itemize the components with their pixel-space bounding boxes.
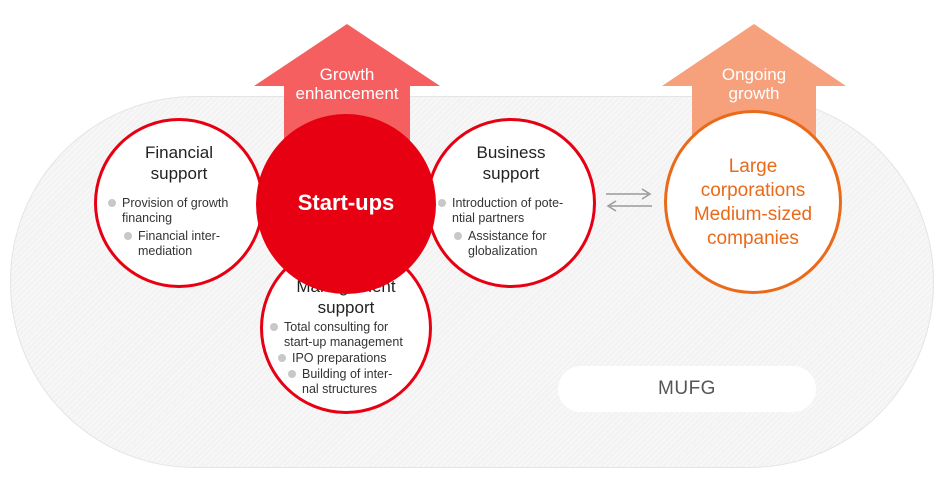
- list-item: IPO preparations: [278, 351, 430, 366]
- bullet-icon: [124, 232, 132, 240]
- business-support-title: Business support: [476, 143, 546, 183]
- startups-label: Start-ups: [297, 190, 395, 215]
- list-item: Financial inter- mediation: [124, 229, 258, 259]
- corporations-circle: [664, 110, 842, 294]
- financial-support-title: Financial support: [144, 143, 214, 183]
- business-support-list: Introduction of pote- ntial partners Ass…: [438, 196, 592, 262]
- bullet-icon: [108, 199, 116, 207]
- management-support-list: Total consulting for start-up management…: [270, 320, 430, 400]
- list-item: Introduction of pote- ntial partners: [438, 196, 592, 226]
- bullet-icon: [270, 323, 278, 331]
- bullet-icon: [454, 232, 462, 240]
- ongoing-growth-label: Ongoing growth: [721, 65, 787, 103]
- exchange-arrows-icon: [606, 188, 652, 212]
- growth-enhancement-label: Growth enhancement: [295, 65, 399, 103]
- list-item: Building of inter- nal structures: [288, 367, 430, 397]
- financial-support-circle: [94, 118, 264, 288]
- bullet-icon: [278, 354, 286, 362]
- list-item: Assistance for globalization: [454, 229, 592, 259]
- corporations-label: Large corporations Medium-sized companie…: [693, 156, 813, 249]
- mufg-badge: MUFG: [558, 366, 816, 412]
- financial-support-list: Provision of growth financing Financial …: [108, 196, 258, 262]
- list-item: Total consulting for start-up management: [270, 320, 430, 350]
- mufg-label: MUFG: [658, 378, 716, 399]
- business-support-circle: [426, 118, 596, 288]
- bullet-icon: [288, 370, 296, 378]
- startups-circle: [256, 114, 436, 294]
- list-item: Provision of growth financing: [108, 196, 258, 226]
- bullet-icon: [438, 199, 446, 207]
